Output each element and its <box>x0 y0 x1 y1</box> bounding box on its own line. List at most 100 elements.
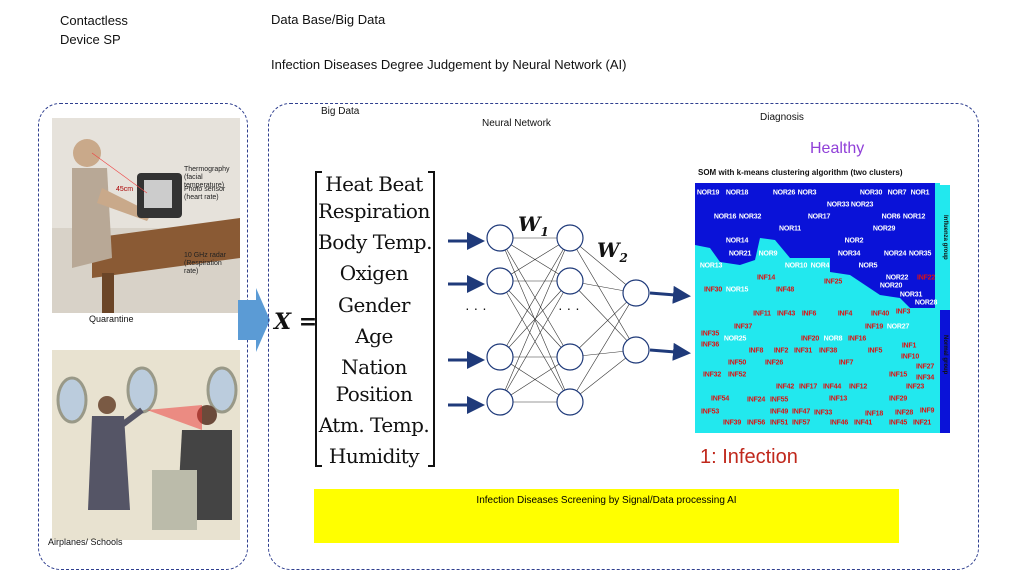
som-node-nor27: NOR27 <box>886 323 910 331</box>
som-node-inf52: INF52 <box>727 371 747 379</box>
som-node-nor33: NOR33 <box>826 201 850 209</box>
som-node-inf18: INF18 <box>864 410 884 418</box>
thermography-label: Thermography (facial temperature) <box>184 166 230 189</box>
som-node-nor29: NOR29 <box>872 225 896 233</box>
input-node <box>486 224 514 252</box>
feature-3: Oxigen <box>339 261 409 285</box>
som-node-inf37: INF37 <box>733 323 753 331</box>
hidden-node <box>556 388 584 416</box>
w1-label: W1 <box>518 212 549 239</box>
som-node-inf3: INF3 <box>895 308 911 316</box>
som-title: SOM with k-means clustering algorithm (t… <box>698 168 903 177</box>
som-node-inf46: INF46 <box>829 419 849 427</box>
photo-sensor-label: Photo sensor (heart rate) <box>184 186 226 201</box>
som-node-inf56: INF56 <box>746 419 766 427</box>
weight-w1 <box>499 280 571 358</box>
weight-w1 <box>499 237 571 403</box>
som-node-inf29: INF29 <box>888 395 908 403</box>
som-node-inf33: INF33 <box>813 409 833 417</box>
som-node-inf19: INF19 <box>864 323 884 331</box>
som-node-inf10: INF10 <box>900 353 920 361</box>
som-node-inf43: INF43 <box>776 310 796 318</box>
feature-4: Gender <box>338 293 410 317</box>
banner-text: Infection Diseases Screening by Signal/D… <box>476 495 737 506</box>
quarantine-photo <box>52 118 240 313</box>
som-node-nor34: NOR34 <box>837 250 861 258</box>
colorbar-influenza <box>940 185 950 310</box>
som-node-inf4: INF4 <box>837 310 853 318</box>
weight-w2 <box>569 237 637 351</box>
som-node-nor12: NOR12 <box>902 213 926 221</box>
output-node <box>622 279 650 307</box>
ai-panel <box>268 103 979 570</box>
som-node-inf28: INF28 <box>894 409 914 417</box>
screening-banner: Infection Diseases Screening by Signal/D… <box>314 489 899 543</box>
som-node-inf55: INF55 <box>769 396 789 404</box>
feature-1: Respiration <box>318 199 430 223</box>
som-node-inf47: INF47 <box>791 408 811 416</box>
som-node-nor11: NOR11 <box>779 225 801 233</box>
weight-w1 <box>499 237 571 282</box>
weight-w2 <box>569 237 637 294</box>
som-node-inf36: INF36 <box>700 341 720 349</box>
som-node-nor35: NOR35 <box>908 250 932 258</box>
right-arrow-icon <box>238 288 270 352</box>
weight-w2 <box>569 280 637 351</box>
som-node-inf53: INF53 <box>700 408 720 416</box>
som-node-nor25: NOR25 <box>723 335 747 343</box>
som-node-inf5: INF5 <box>867 347 883 355</box>
som-node-inf6: INF6 <box>801 310 817 318</box>
healthy-label: Healthy <box>810 140 865 157</box>
som-node-inf48: INF48 <box>775 286 795 294</box>
som-node-nor4: NOR4 <box>810 262 830 270</box>
som-node-inf30: INF30 <box>703 286 723 294</box>
som-node-inf24: INF24 <box>746 396 766 404</box>
weight-w1 <box>499 280 571 403</box>
som-node-nor20: NOR20 <box>879 282 903 290</box>
som-node-inf7: INF7 <box>838 359 854 367</box>
neural-network <box>448 224 691 416</box>
output-node <box>622 336 650 364</box>
big-data-label: Big Data <box>321 106 360 117</box>
som-node-nor16: NOR16 <box>713 213 737 221</box>
som-node-inf14: INF14 <box>756 274 776 282</box>
quarantine-caption: Quarantine <box>89 314 134 324</box>
som-node-nor2: NOR2 <box>844 237 864 245</box>
som-node-nor7: NOR7 <box>887 189 907 197</box>
som-node-nor5: NOR5 <box>858 262 878 270</box>
som-node-nor26: NOR26 <box>772 189 796 197</box>
feature-8: Atm. Temp. <box>318 413 430 437</box>
normal-group-label: Normal group <box>942 335 948 375</box>
hidden-node <box>556 343 584 371</box>
som-node-inf23: INF23 <box>905 383 925 391</box>
feature-6: Nation <box>341 355 407 379</box>
som-node-inf39: INF39 <box>722 419 742 427</box>
som-node-inf21: INF21 <box>912 419 932 427</box>
feature-9: Humidity <box>328 444 420 468</box>
output-arrow <box>649 342 691 361</box>
som-node-inf32: INF32 <box>702 371 722 379</box>
airplane-photo <box>52 350 240 540</box>
weight-w1 <box>499 237 571 358</box>
infection-label: 1: Infection <box>700 446 798 468</box>
radar-label: 10 GHz radar (Respiration rate) <box>184 252 227 275</box>
som-node-inf12: INF12 <box>848 383 868 391</box>
som-node-nor9: NOR9 <box>758 250 778 258</box>
som-node-nor24: NOR24 <box>883 250 907 258</box>
som-node-inf50: INF50 <box>727 359 747 367</box>
som-node-inf41: INF41 <box>853 419 873 427</box>
input-node <box>486 267 514 295</box>
hidden-node <box>556 224 584 252</box>
som-node-inf11: INF11 <box>753 310 771 318</box>
database-label: Data Base/Big Data <box>271 12 386 27</box>
som-node-nor23: NOR23 <box>850 201 874 209</box>
som-node-nor31: NOR31 <box>899 291 923 299</box>
som-node-nor18: NOR18 <box>725 189 749 197</box>
som-node-inf34: INF34 <box>915 374 935 382</box>
som-node-inf2: INF2 <box>773 347 789 355</box>
distance-label: 45cm <box>116 186 134 193</box>
weight-w2 <box>569 292 637 358</box>
som-node-nor30: NOR30 <box>859 189 883 197</box>
weight-w2 <box>569 349 637 403</box>
som-node-nor22: NOR22 <box>885 274 909 282</box>
